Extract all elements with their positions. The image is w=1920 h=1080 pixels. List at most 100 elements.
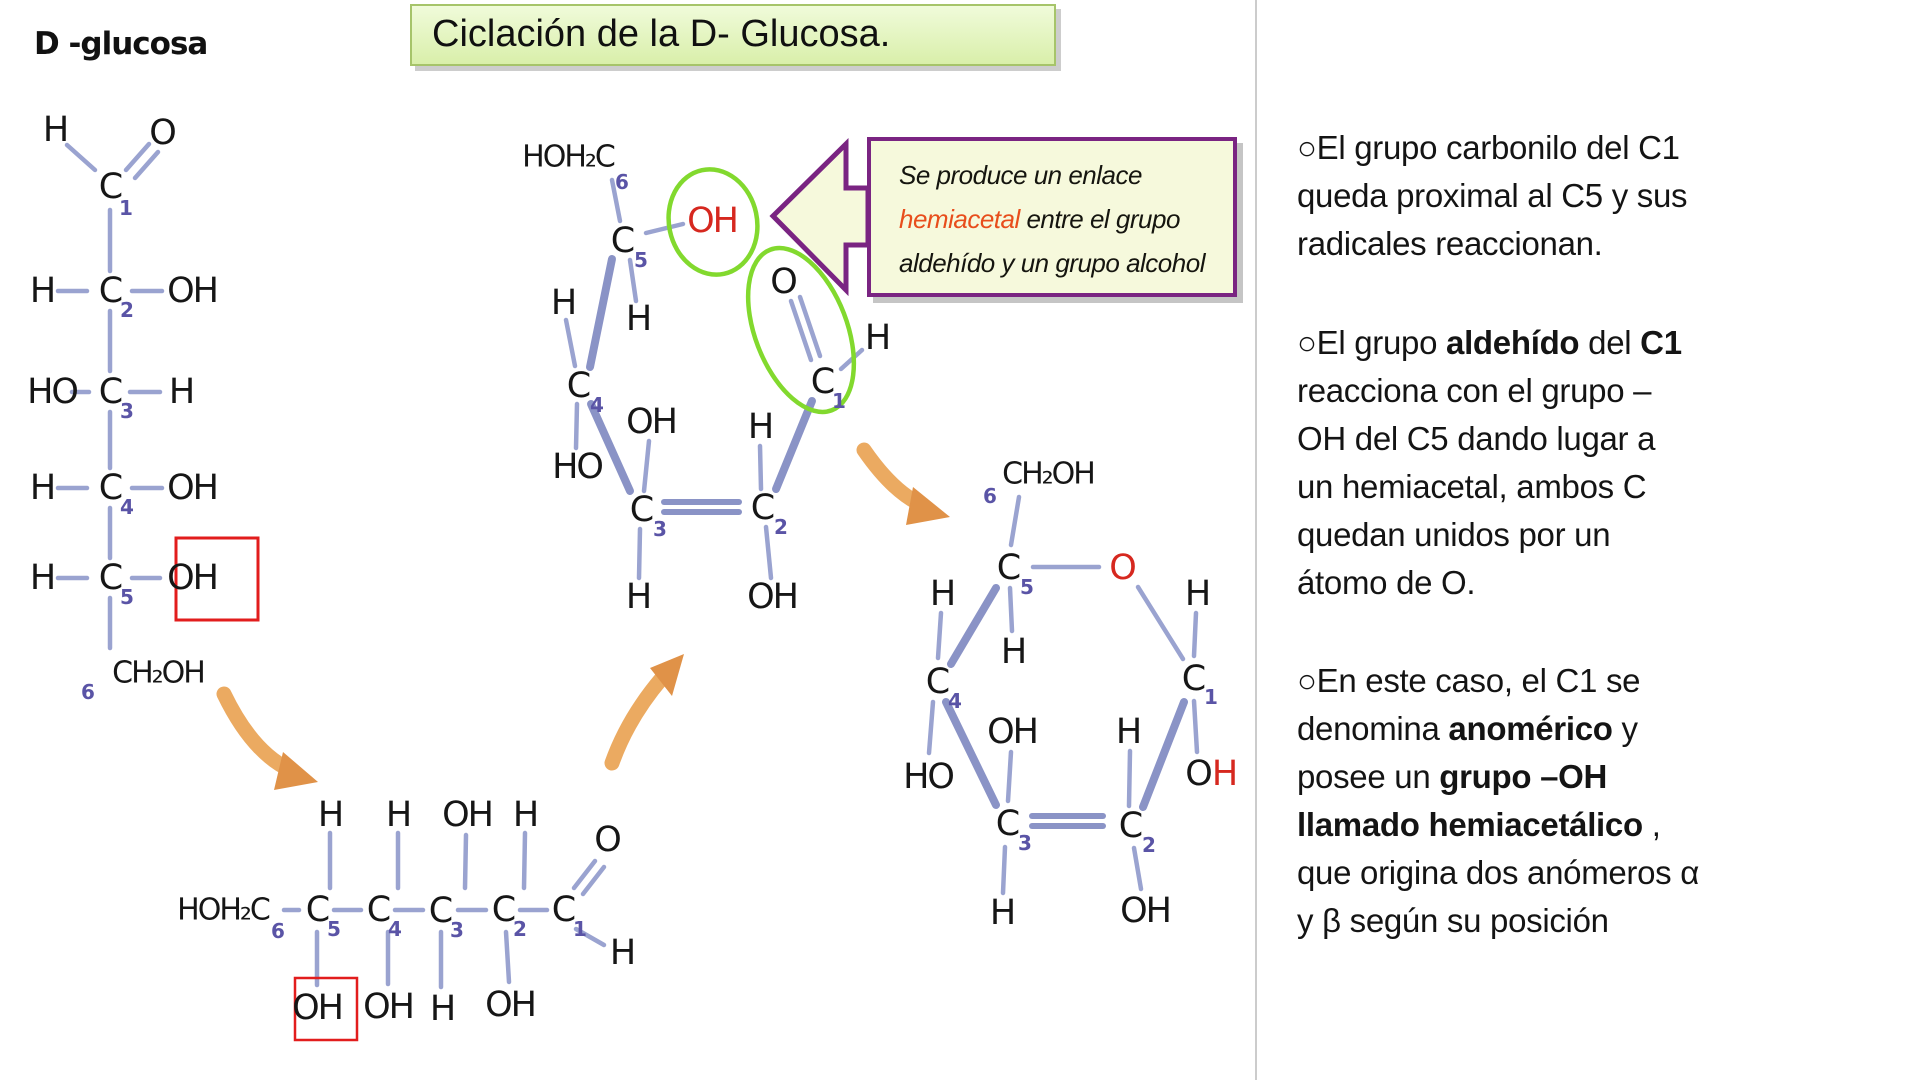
atom-label: H — [747, 407, 774, 447]
highlight-ellipse — [666, 167, 760, 277]
atom-label: H — [609, 933, 636, 973]
text-line: reacciona con el grupo – — [1297, 372, 1652, 409]
atom-label: C — [810, 362, 835, 402]
atom-label: 5 — [120, 585, 134, 609]
atom-label: C — [750, 488, 775, 528]
atom-label: OH — [987, 712, 1039, 752]
atom-label: 1 — [119, 196, 133, 220]
atom-label: O — [770, 262, 798, 302]
atom-label: C — [995, 804, 1020, 844]
bullet-paragraph: ○En este caso, el C1 se denomina anoméri… — [1297, 657, 1877, 945]
atom-label: 5 — [327, 917, 341, 941]
fischer-label: D -glucosa — [34, 26, 208, 62]
atom-label: H — [1184, 574, 1211, 614]
atom-label: C — [98, 558, 123, 598]
atom-label: OH — [292, 988, 344, 1028]
atom-label: H — [29, 468, 56, 508]
text-segment: posee un — [1297, 758, 1440, 795]
atom-label: O — [594, 820, 622, 860]
atom-label: 5 — [1020, 575, 1034, 599]
highlight-red-box — [174, 536, 260, 622]
callout-arrow — [769, 138, 871, 297]
text-line: posee un grupo –OH — [1297, 753, 1877, 801]
bullet-paragraph: ○El grupo aldehído del C1 reacciona con … — [1297, 319, 1877, 607]
text-line: quedan unidos por un — [1297, 516, 1611, 553]
text-line: Se produce un enlace — [899, 160, 1142, 190]
highlight-red-box — [293, 976, 359, 1042]
highlight-ellipse — [745, 245, 857, 415]
atom-label: HOH₂C — [522, 139, 616, 175]
atom-label: OH — [363, 987, 415, 1027]
atom-label: OH — [485, 985, 537, 1025]
atom-label: 2 — [1142, 833, 1156, 857]
atom-label: H — [989, 893, 1016, 933]
atom-label: H — [385, 795, 412, 835]
bullet-paragraph: ○El grupo carbonilo del C1 queda proxima… — [1297, 124, 1877, 268]
atom-label: C — [610, 221, 635, 261]
atom-label: H — [625, 299, 652, 339]
hemiacetal-highlight: hemiacetal — [899, 204, 1020, 234]
callout-box: Se produce un enlace hemiacetal entre el… — [867, 137, 1237, 297]
atom-label: C — [428, 891, 453, 931]
atom-label: H — [42, 110, 69, 150]
atom-label: OH — [167, 558, 219, 598]
atom-label: OH — [747, 577, 799, 617]
text-segment: y — [1612, 710, 1638, 747]
text-line: llamado hemiacetálico , — [1297, 801, 1877, 849]
atom-label: H — [29, 271, 56, 311]
atom-label: C — [366, 890, 391, 930]
text-line: ○El grupo aldehído del C1 — [1297, 319, 1877, 367]
atom-label: H — [1211, 754, 1238, 794]
atom-label: H — [550, 283, 577, 323]
text-line: hemiacetal entre el grupo — [899, 197, 1233, 241]
atom-label: H — [625, 577, 652, 617]
atom-label: C — [551, 890, 576, 930]
text-segment: , — [1642, 806, 1661, 843]
atom-label: 4 — [590, 393, 604, 417]
atom-label: 4 — [388, 917, 402, 941]
atom-label: C — [566, 366, 591, 406]
atom-label: 6 — [271, 919, 285, 943]
atom-label: C — [629, 490, 654, 530]
atom-label: H — [29, 558, 56, 598]
page-title: Ciclación de la D- Glucosa. — [432, 13, 891, 55]
atom-label: 3 — [120, 399, 134, 423]
atom-label: 2 — [513, 917, 527, 941]
atom-label: C — [98, 468, 123, 508]
atom-label: C — [1118, 806, 1143, 846]
text-line: átomo de O. — [1297, 564, 1476, 601]
atom-label: 5 — [634, 248, 648, 272]
atom-label: CH₂OH — [1002, 456, 1096, 492]
atom-label: H — [512, 795, 539, 835]
text-line: aldehído y un grupo alcohol — [899, 248, 1205, 278]
atom-label: 3 — [653, 517, 667, 541]
text-line: ○El grupo carbonilo del C1 — [1297, 129, 1680, 166]
atom-label: 3 — [450, 918, 464, 942]
atom-label: H — [929, 574, 956, 614]
atom-label: C — [98, 372, 123, 412]
atom-label: 2 — [774, 515, 788, 539]
atom-label: C — [1181, 659, 1206, 699]
bold-text: llamado hemiacetálico — [1297, 806, 1643, 843]
text-line: y β según su posición — [1297, 902, 1609, 939]
atom-label: OH — [1120, 891, 1172, 931]
atom-label: OH — [442, 795, 494, 835]
atom-label: C — [305, 890, 330, 930]
reaction-arrow — [604, 654, 684, 771]
atom-label: C — [98, 271, 123, 311]
text-segment: del — [1579, 324, 1641, 361]
text-line: radicales reaccionan. — [1297, 225, 1603, 262]
text-line: OH del C5 dando lugar a — [1297, 420, 1656, 457]
atom-label: 3 — [1018, 831, 1032, 855]
atom-label: H — [317, 795, 344, 835]
text-segment: ○El grupo — [1297, 324, 1447, 361]
atom-label: 4 — [948, 689, 962, 713]
atom-label: 6 — [983, 484, 997, 508]
text-line: queda proximal al C5 y sus — [1297, 177, 1688, 214]
callout-text: Se produce un enlace hemiacetal entre el… — [871, 141, 1233, 285]
atom-label: C — [996, 548, 1021, 588]
atom-label: H — [1000, 632, 1027, 672]
text-line: un hemiacetal, ambos C — [1297, 468, 1647, 505]
reaction-arrow — [856, 442, 950, 525]
